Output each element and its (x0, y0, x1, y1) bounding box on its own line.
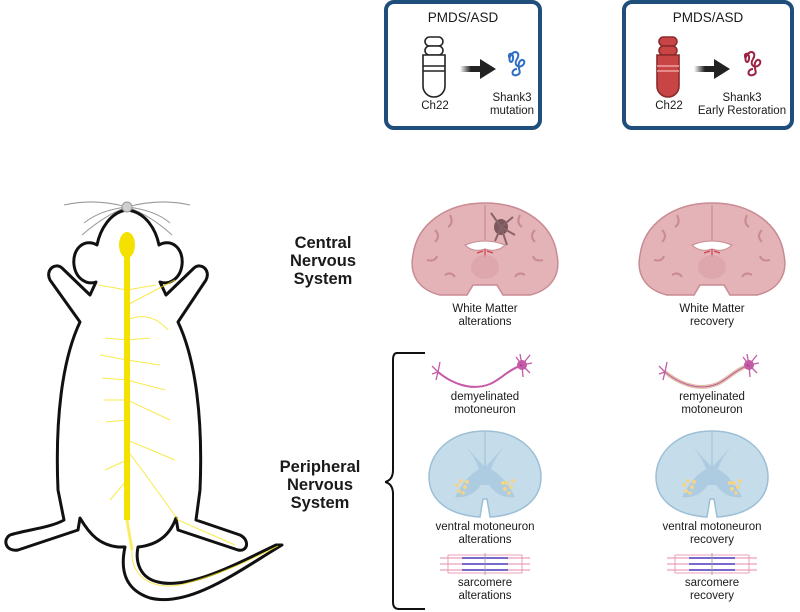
chromosome-label: Ch22 (655, 100, 683, 112)
box-title: PMDS/ASD (427, 10, 499, 25)
shank3-protein-icon (507, 51, 526, 77)
white-matter-lesion (490, 212, 516, 246)
caption-line: recovery (689, 534, 735, 546)
motoneuron-cluster (682, 479, 742, 495)
protein-label-line2: mutation (489, 105, 535, 117)
chromosome-icon (422, 36, 446, 98)
label-line: System (293, 270, 353, 288)
sarcomere-caption: sarcomere alterations (405, 577, 565, 603)
demyelinated-motoneuron-icon (431, 353, 533, 388)
label-line: Nervous (286, 476, 354, 494)
condition-box-mutation: PMDS/ASD Ch22 Shank3 mutation (384, 0, 542, 130)
caption-line: recovery (689, 590, 735, 602)
mouse-body-outline (4, 208, 284, 601)
shank3-protein-icon (743, 51, 762, 77)
chromosome-label: Ch22 (421, 100, 449, 112)
neuron-caption: demyelinated motoneuron (405, 391, 565, 417)
sarcomere-caption: sarcomere recovery (632, 577, 792, 603)
sarcomere-icon (440, 553, 530, 575)
nervous-system-nerves (97, 232, 279, 587)
mouse-nervous-system-illustration (4, 201, 284, 601)
condition-box-restoration: PMDS/ASD Ch22 Shank3 Early Restoration (622, 0, 794, 130)
caption-line: alterations (458, 316, 512, 328)
label-line: System (290, 494, 350, 512)
neuron-caption: remyelinated motoneuron (632, 391, 792, 417)
brain-coronal-section (638, 202, 786, 296)
caption-line: ventral motoneuron (435, 521, 535, 533)
brain-caption: White Matter recovery (632, 303, 792, 329)
caption-line: ventral motoneuron (662, 521, 762, 533)
caption-line: sarcomere (684, 577, 740, 589)
caption-line: motoneuron (454, 404, 516, 416)
caption-line: motoneuron (681, 404, 743, 416)
column-shank3-restoration: White Matter recovery remyelinated moton… (632, 195, 792, 611)
caption-line: White Matter (679, 303, 745, 315)
caption-line: remyelinated (679, 391, 745, 403)
caption-line: demyelinated (450, 391, 520, 403)
chromosome-to-protein-graphic (422, 36, 526, 98)
peripheral-nervous-system-label: Peripheral Nervous System (260, 458, 380, 512)
remyelinated-motoneuron-icon (658, 353, 760, 389)
mouse-nose (121, 201, 133, 213)
caption-line: recovery (689, 316, 735, 328)
chromosome-icon (656, 36, 680, 98)
caption-line: White Matter (452, 303, 518, 315)
label-line: Central (294, 234, 352, 252)
protein-label-line1: Shank3 (492, 92, 532, 104)
protein-label-line2: Early Restoration (697, 105, 787, 117)
label-line: Nervous (289, 252, 357, 270)
arrow-icon (460, 59, 496, 79)
column-shank3-mutation: White Matter alterations demyelinated mo… (405, 195, 565, 611)
caption-line: alterations (458, 590, 512, 602)
peripheral-bracket (385, 352, 425, 610)
brain-coronal-section (411, 202, 559, 296)
spinal-cord-cross-section (428, 430, 542, 518)
brain-caption: White Matter alterations (405, 303, 565, 329)
motoneuron-cluster (455, 479, 515, 495)
arrow-icon (694, 59, 730, 79)
caption-line: alterations (458, 534, 512, 546)
protein-label-line1: Shank3 (722, 92, 762, 104)
spinal-cord-cross-section (655, 430, 769, 518)
central-nervous-system-label: Central Nervous System (268, 234, 378, 288)
spinal-caption: ventral motoneuron alterations (405, 521, 565, 547)
label-line: Peripheral (279, 458, 361, 476)
box-title: PMDS/ASD (672, 10, 744, 25)
spinal-caption: ventral motoneuron recovery (632, 521, 792, 547)
chromosome-to-protein-graphic (656, 36, 762, 98)
caption-line: sarcomere (457, 577, 513, 589)
sarcomere-icon (667, 553, 757, 575)
